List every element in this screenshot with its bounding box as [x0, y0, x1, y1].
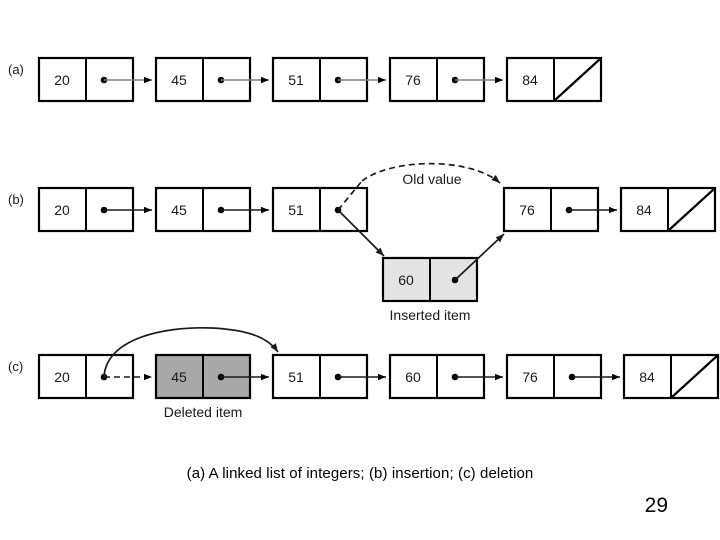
node-value: 51 — [288, 72, 304, 88]
row-b-label: (b) — [8, 192, 24, 207]
null-pointer-slash — [668, 188, 715, 231]
node-value: 45 — [171, 72, 187, 88]
inserted-item-label: Inserted item — [390, 307, 471, 323]
node-value: 51 — [288, 369, 304, 385]
deleted-item-label: Deleted item — [164, 404, 243, 420]
row-a: (a) 20 45 51 — [8, 56, 603, 103]
page-number: 29 — [644, 494, 668, 517]
row-a-node-3: 51 — [271, 56, 386, 103]
old-value-label: Old value — [402, 171, 461, 187]
insert-link-arrow — [337, 209, 385, 257]
node-value: 51 — [288, 202, 304, 218]
row-b-node-3: 51 — [271, 180, 385, 257]
node-value: 60 — [398, 272, 414, 288]
row-a-label: (a) — [8, 62, 24, 77]
row-c-node-1: 20 — [37, 353, 152, 400]
node-value: 76 — [405, 72, 421, 88]
node-value: 84 — [639, 369, 655, 385]
row-c-node-6: 84 — [622, 353, 720, 400]
node-value: 76 — [522, 369, 538, 385]
row-c: (c) 20 45 Deleted item — [8, 326, 720, 420]
row-c-node-5: 76 — [505, 353, 620, 400]
node-value: 76 — [519, 202, 535, 218]
null-pointer-slash — [554, 58, 601, 101]
node-value: 45 — [171, 202, 187, 218]
row-b-node-1: 20 — [37, 186, 152, 233]
node-value: 20 — [54, 202, 70, 218]
row-a-node-4: 76 — [388, 56, 503, 103]
row-c-node-3: 51 — [271, 353, 386, 400]
figure-caption: (a) A linked list of integers; (b) inser… — [186, 465, 534, 482]
node-value: 20 — [54, 72, 70, 88]
node-value: 84 — [636, 202, 652, 218]
node-value: 45 — [171, 369, 187, 385]
null-pointer-slash — [671, 355, 718, 398]
old-value-arc — [361, 162, 501, 184]
old-value-stub — [337, 180, 363, 211]
node-value: 84 — [522, 72, 538, 88]
row-b-node-4: 76 — [502, 186, 617, 233]
row-b-node-5: 84 — [619, 186, 717, 233]
row-c-node-4: 60 — [388, 353, 503, 400]
row-b: (b) 20 45 51 — [8, 162, 717, 323]
bypass-arc — [103, 326, 279, 378]
node-value: 20 — [54, 369, 70, 385]
row-b-inserted-node: 60 — [381, 233, 505, 303]
node-value: 60 — [405, 369, 421, 385]
row-b-node-2: 45 — [154, 186, 269, 233]
inserted-link-arrow — [454, 233, 505, 281]
row-a-node-2: 45 — [154, 56, 269, 103]
row-c-node-2-deleted: 45 — [154, 353, 269, 400]
row-a-node-1: 20 — [37, 56, 152, 103]
linked-list-figure: (a) 20 45 51 — [8, 56, 720, 420]
row-a-node-5: 84 — [505, 56, 603, 103]
row-c-label: (c) — [8, 359, 23, 374]
